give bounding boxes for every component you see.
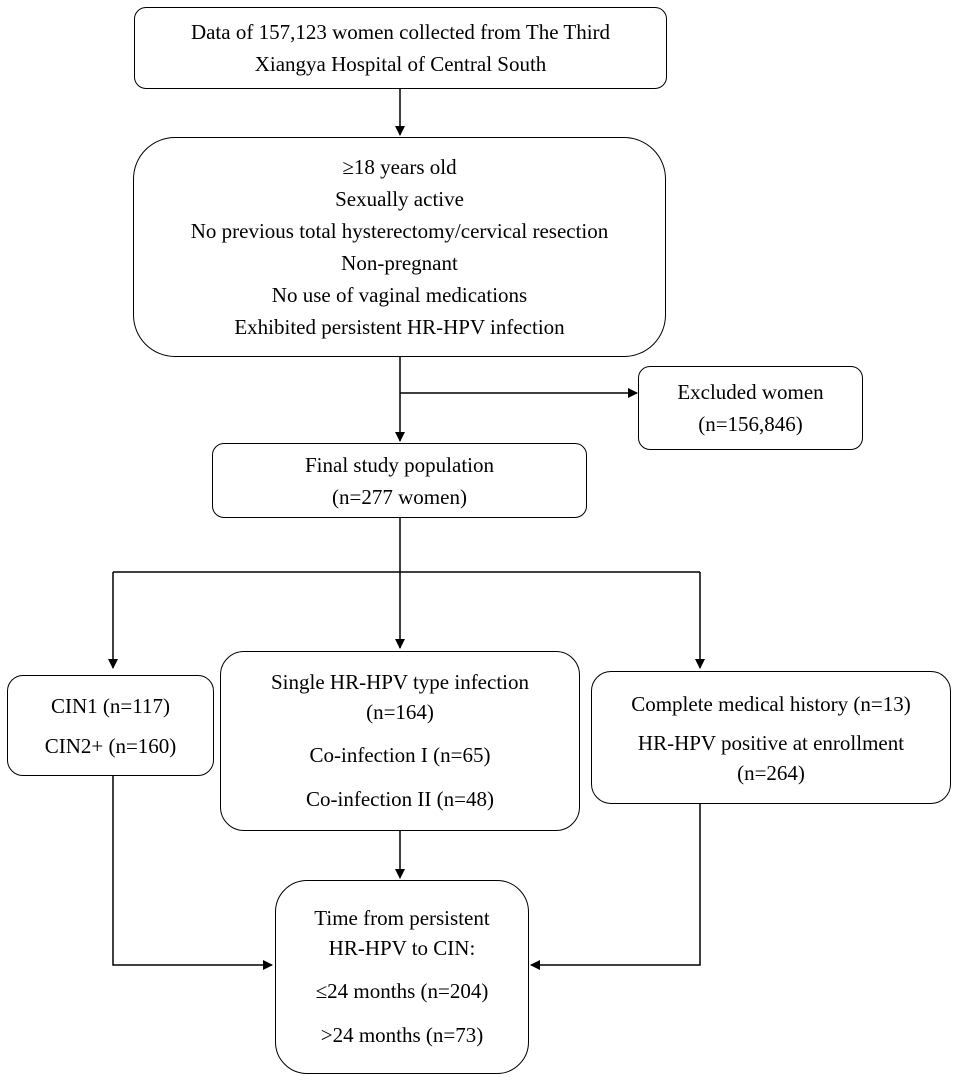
time-le24-count: ≤24 months (n=204)	[315, 979, 489, 1003]
final-title: Final study population	[305, 452, 494, 477]
criteria-no-vaginal-meds: No use of vaginal medications	[271, 283, 528, 307]
criteria-sexually-active: Sexually active	[335, 187, 464, 211]
time-to-cin-box: Time from persistent HR-HPV to CIN: ≤24 …	[275, 880, 529, 1074]
single-infection-label: Single HR-HPV type infection	[270, 670, 529, 694]
hpv-positive-count: (n=264)	[737, 760, 805, 785]
final-count: (n=277 women)	[332, 484, 467, 509]
excluded-title: Excluded women	[677, 380, 824, 404]
criteria-no-hysterectomy: No previous total hysterectomy/cervical …	[190, 219, 609, 243]
excluded-count: (n=156,846)	[698, 412, 803, 436]
medical-history-count: Complete medical history (n=13)	[631, 691, 911, 716]
infection-type-box: Single HR-HPV type infection (n=164) Co-…	[220, 651, 580, 831]
criteria-non-pregnant: Non-pregnant	[341, 251, 458, 275]
cin2-count: CIN2+ (n=160)	[44, 733, 177, 758]
final-population-box: Final study population (n=277 women)	[212, 443, 587, 518]
single-infection-count: (n=164)	[366, 700, 434, 724]
criteria-age: ≥18 years old	[342, 155, 457, 179]
excluded-women-box: Excluded women (n=156,846)	[638, 366, 863, 450]
medical-history-box: Complete medical history (n=13) HR-HPV p…	[591, 671, 951, 804]
time-gt24-count: >24 months (n=73)	[320, 1023, 484, 1047]
source-data-box: Data of 157,123 women collected from The…	[134, 7, 667, 89]
source-line-2: Xiangya Hospital of Central South	[254, 52, 547, 76]
cin-grade-box: CIN1 (n=117) CIN2+ (n=160)	[7, 675, 214, 776]
hpv-positive-label: HR-HPV positive at enrollment	[637, 730, 905, 755]
arrow-cin-to-time	[112, 775, 273, 970]
arrow-history-to-time	[530, 803, 701, 970]
coinfection-1-count: Co-infection I (n=65)	[309, 743, 491, 767]
source-line-1: Data of 157,123 women collected from The…	[190, 20, 611, 44]
cin1-count: CIN1 (n=117)	[51, 693, 170, 718]
criteria-persistent-hpv: Exhibited persistent HR-HPV infection	[234, 315, 565, 339]
time-title-line-1: Time from persistent	[314, 906, 490, 930]
inclusion-criteria-box: ≥18 years old Sexually active No previou…	[133, 137, 666, 357]
time-title-line-2: HR-HPV to CIN:	[328, 936, 476, 960]
coinfection-2-count: Co-infection II (n=48)	[306, 787, 494, 811]
